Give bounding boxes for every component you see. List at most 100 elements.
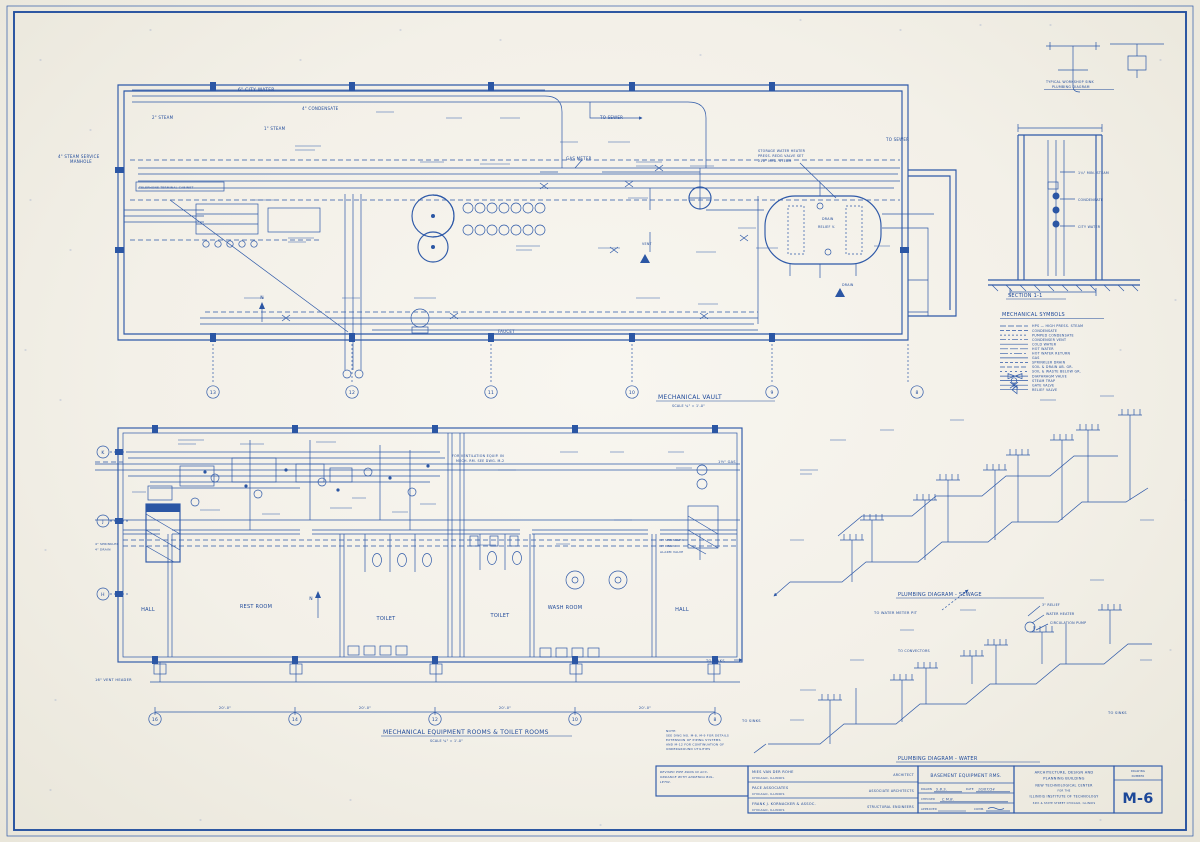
firm-role: STRUCTURAL ENGINEERS [867,805,914,809]
room-label-hall-2: HALL [675,607,689,613]
circulation-pump-circle [1024,621,1036,633]
steam-manhole-label-1: 4" STEAM SERVICE [58,154,100,159]
section-walls [988,134,1140,286]
grid-number: 8 [713,717,716,723]
date-value: 10/07/54 [978,788,995,792]
sewage-tail [773,581,791,597]
sprinkler-label-right: 4" SPRINKLER [660,538,684,542]
symbol-label: SOIL & WASTE BELOW GR. [1032,370,1081,374]
plan-note-line: AND M-12 FOR CONTINUATION OF [666,743,724,747]
valve-symbols [281,164,749,322]
vent-equip-note-1: FOR VENTILATION EQUIP. IN [452,454,504,458]
section-pipe-dot [1052,220,1060,228]
steam-2-label: 2" STEAM [152,115,174,120]
revision-line: ORDANCE WITH ADDENDA BUL- [660,775,714,779]
illegible-annotations-sewage [790,395,1154,541]
mechanical-symbols-legend: MECHANICAL SYMBOLS HPS — HIGH PRESS. STE… [1000,312,1104,395]
drain-funnels [640,254,845,297]
section-1-1: 1¼" MIN. STEAM CONDENSATE CITY WATER SEC… [988,124,1140,300]
north-label: N [260,295,264,301]
symbol-label: COLD WATER [1032,342,1057,346]
vault-pipes-solid [124,89,934,370]
sewage-main-line [790,487,1149,583]
section-valve-box [1047,181,1059,190]
plan-corridor-wall [123,529,737,535]
drain-label-left: 4" DRAIN [95,548,111,552]
grid-number: 16 [152,717,158,723]
circulation-pump-label: CIRCULATION PUMP [1050,621,1086,625]
symbol-label: RELIEF VALVE [1032,388,1057,392]
heater-label-1: STORAGE WATER HEATER [758,149,806,153]
revision-line: REVISED PIPE RUNS IN ACC- [660,770,708,774]
firm-name: MIES VAN DER ROHE [752,770,794,774]
section-condensate-label: CONDENSATE [1078,198,1103,202]
symbol-label: GAS [1032,356,1040,360]
steam-1-label: 1" STEAM [264,126,286,131]
sheet-border-outer [6,5,1194,837]
firm-role: ASSOCIATE ARCHITECTS [869,789,914,793]
plan-partitions [167,433,657,657]
symbol-label: SPRINKLER DRAIN [1032,361,1066,365]
illegible-annotations-water [790,579,1152,721]
label-leaders-upper [574,118,837,199]
symbol-label: PUMPED CONDENSATE [1032,333,1074,337]
to-sinks-label-1: TO SINKS [741,719,761,723]
floor-plan: K J H HALL REST ROOM TOILET TOILET WASH … [95,425,743,751]
plan-pipes-solid [95,440,740,560]
firm-name: FRANK J. KORNACKER & ASSOC. [752,802,816,806]
grid-label: 9 [770,390,773,396]
grid-label: 12 [349,390,355,396]
sprinkler-label-left: 4" SPRINKLER [95,542,119,546]
symbol-label: HOT WATER [1032,347,1054,351]
alarm-valve-label: ALARM VALVE [660,550,683,554]
faucet-label: FAUCET [498,329,515,334]
symbol-label: CONDENSATE [1032,329,1057,333]
project-line: PLANNING BUILDING [1043,777,1084,781]
drawing-panel-dividers [918,782,1014,804]
vent-header-boxes [153,663,721,675]
sink-detail-title-2: PLUMBING DIAGRAM [1052,85,1090,89]
storage-water-heater-tank [764,195,882,276]
telephone-cabinet-label: TELEPHONE TERMINAL CABINET [138,186,194,190]
sheet-border-inner [13,11,1187,831]
relief-label: RELIEF V. [818,225,835,229]
grid-bubbles-top: 13 12 11 10 9 8 [206,385,924,399]
drawn-value: S.B.S. [936,788,947,792]
firm-city: CHICAGO, ILLINOIS [752,808,785,812]
to-water-meter-label: TO WATER METER PIT [873,611,918,615]
vault-walls [117,84,957,341]
illegible-annotations-upper [244,111,890,305]
section-pipe-dot [1052,192,1060,200]
grid-bubbles-letters: K J H [96,445,128,601]
grid-label: 8 [915,390,918,396]
grid-letter: K [101,450,105,456]
gas-meter-label: GAS METER [566,156,592,161]
project-line: 34th & STATE STREET CHICAGO, ILLINOIS [1033,801,1096,805]
firm-city: CHICAGO, ILLINOIS [752,792,785,796]
heat-exchanger-cluster [195,203,321,248]
drawing-number: M-6 [1122,791,1153,807]
drain-label: DRAIN [822,217,834,221]
symbol-label: DIAPHRAGM VALVE [1032,374,1067,378]
plan-note-line: NOTE: [666,729,677,733]
water-label-leaders [753,605,1049,754]
plan-title: MECHANICAL EQUIPMENT ROOMS & TOILET ROOM… [383,729,549,736]
symbol-label: CONDENSER VENT [1032,338,1067,342]
city-water-label: 6" CITY WATER [238,87,275,93]
grid-label: 11 [488,390,494,396]
project-line: ARCHITECTURE, DESIGN AND [1035,771,1094,775]
room-label-rest-room: REST ROOM [240,604,272,610]
project-line: ILLINOIS INSTITUTE OF TECHNOLOGY [1029,795,1099,799]
mechanical-vault-plan: 13 12 11 10 9 8 6" CITY WATER 2" STEAM 4… [58,82,957,408]
grid-letter: J [101,519,104,525]
dim-label: 20'-0" [359,706,371,710]
north-arrow-plan: N [309,591,321,618]
dim-label: 20'-0" [219,706,231,710]
plan-column-ticks [115,425,718,664]
plan-outer-wall [117,427,743,663]
checked-value: C.M.B. [942,798,954,802]
illegible-annotations-plan [132,439,692,546]
drain-label-2: DRAIN [842,283,854,287]
section-floor-hatch [991,284,1139,292]
